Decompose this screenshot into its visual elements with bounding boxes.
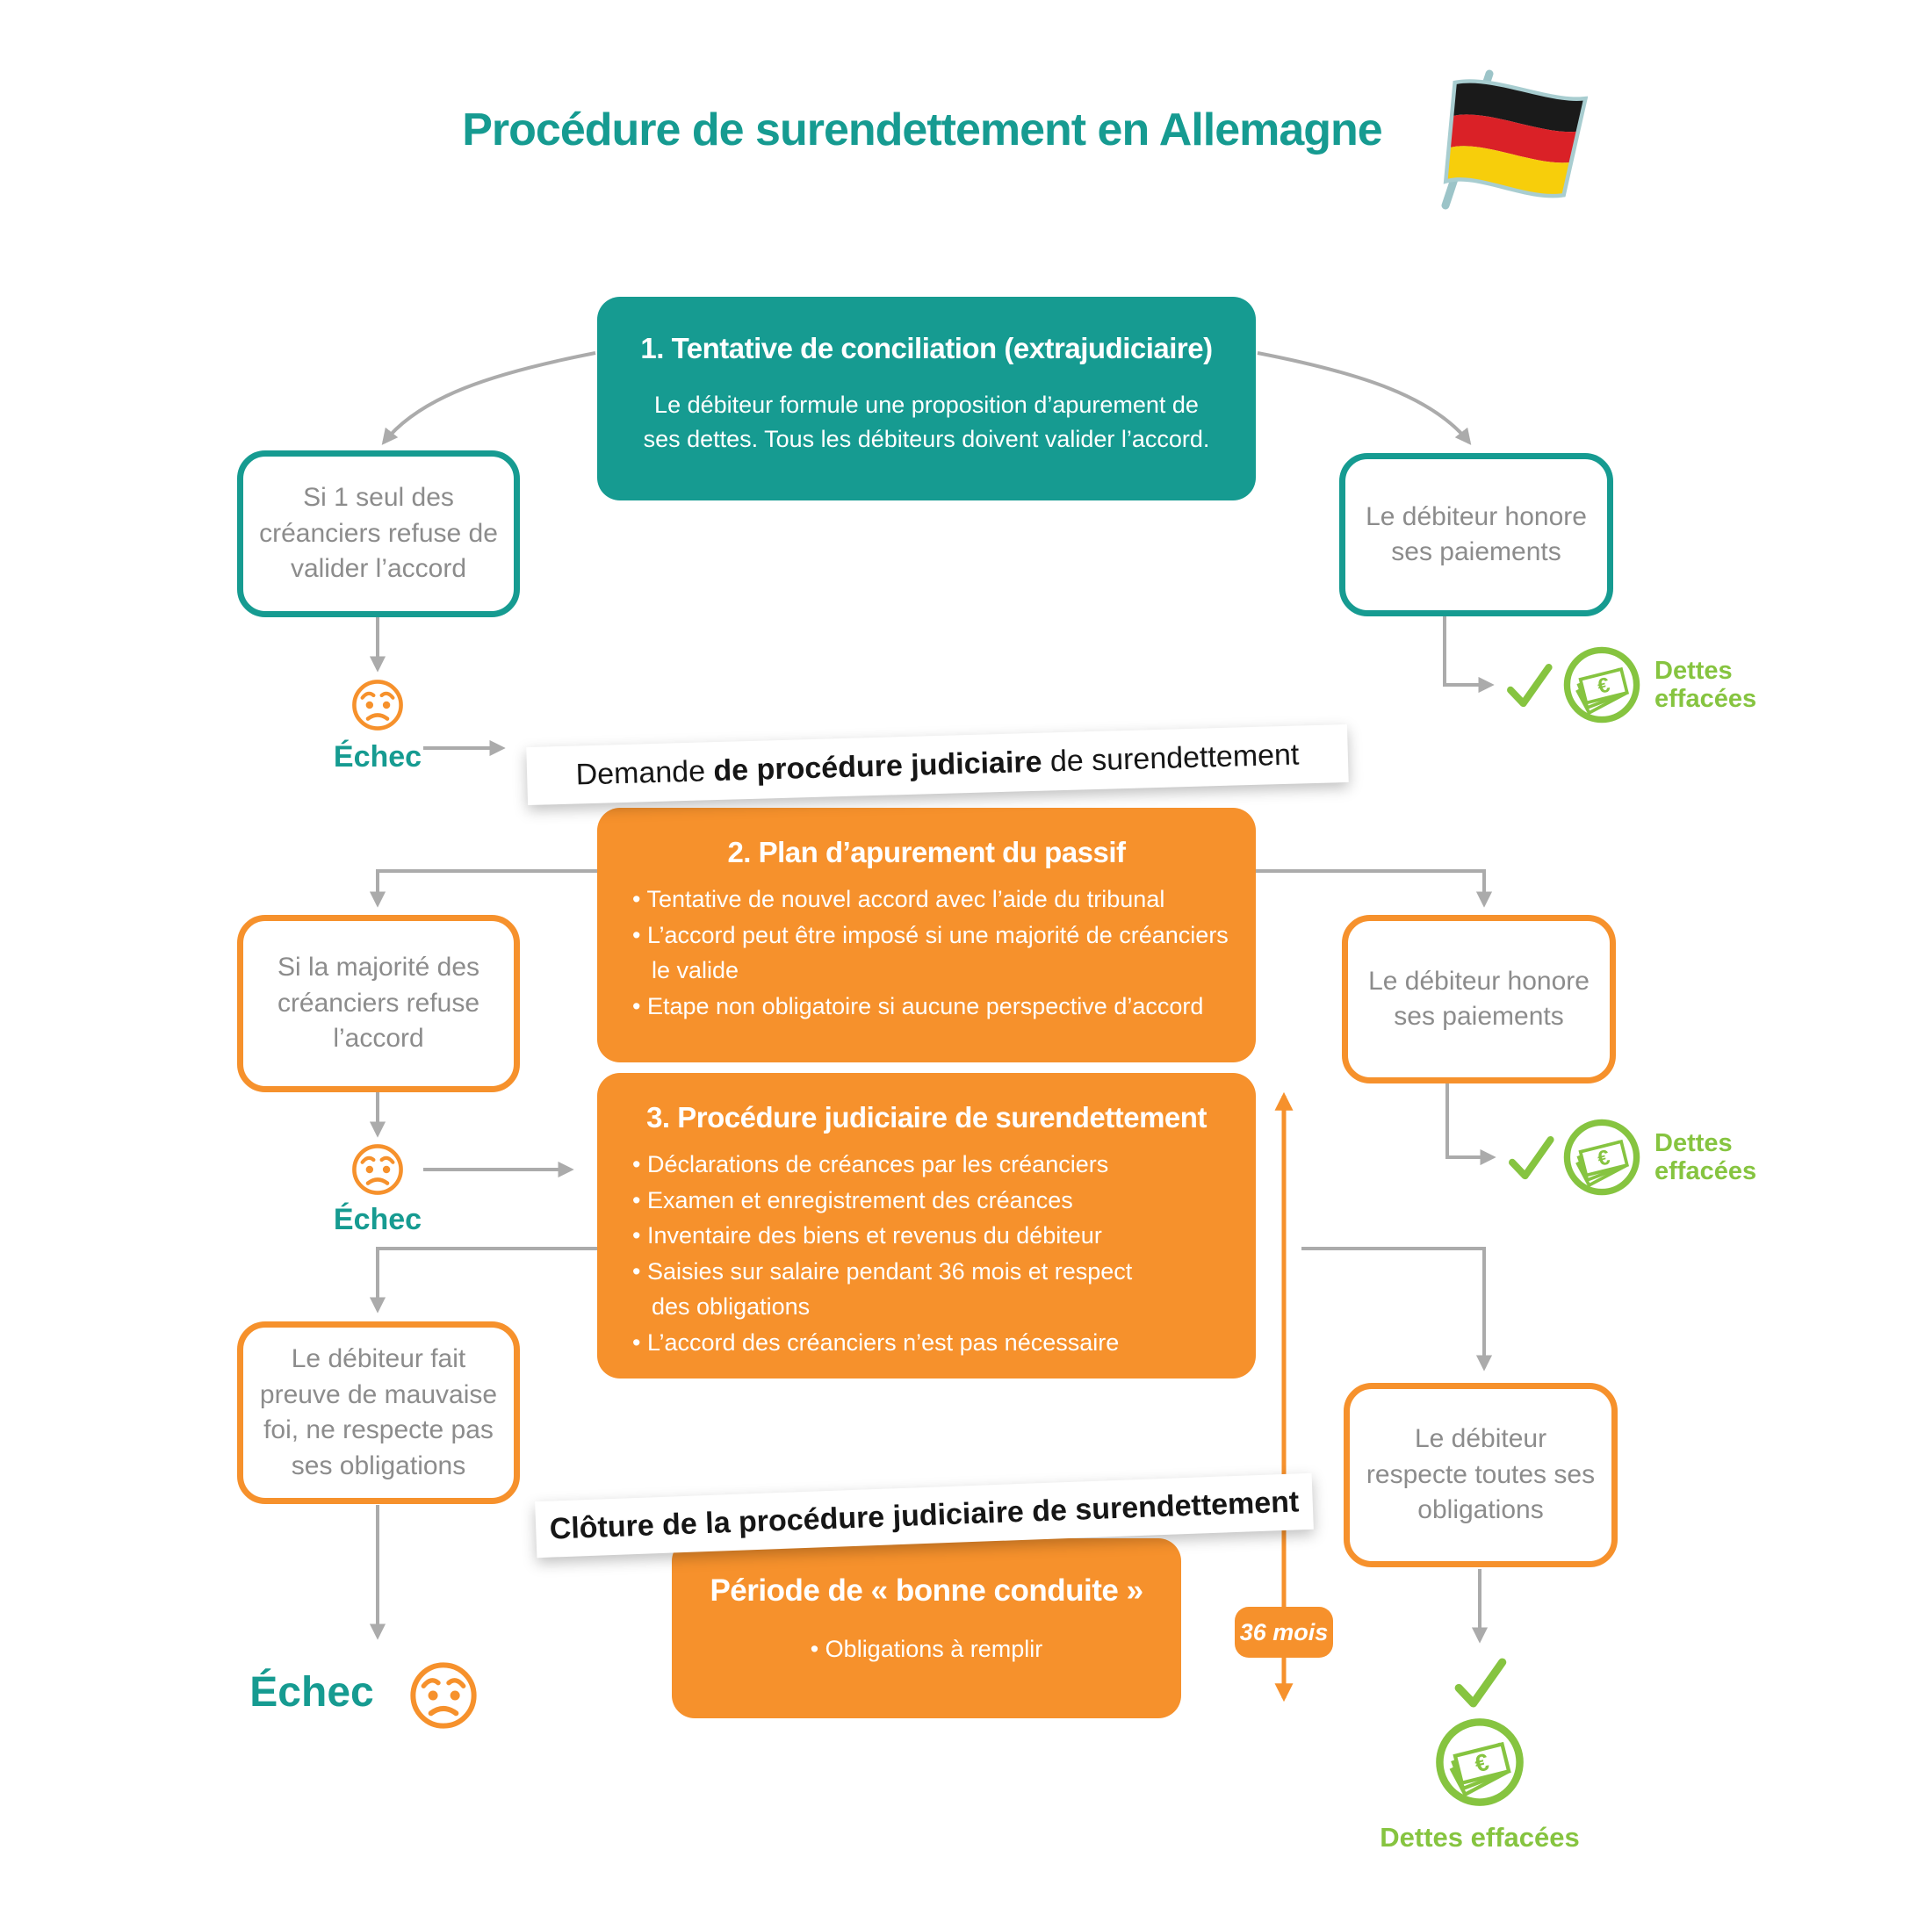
step2-title: 2. Plan d’apurement du passif bbox=[727, 836, 1126, 868]
echec-label-final: Échec bbox=[249, 1669, 374, 1716]
dettes-effacees-label-2: Dettes effacées bbox=[1654, 1129, 1757, 1186]
bullet-item: Tentative de nouvel accord avec l’aide d… bbox=[632, 882, 1238, 918]
condition-box-creancier-refuse: Si 1 seul des créanciers refuse de valid… bbox=[237, 450, 520, 617]
step3-bullet-list: Déclarations de créances par les créanci… bbox=[597, 1147, 1256, 1360]
step4-bullet-list: Obligations à remplir bbox=[672, 1631, 1181, 1667]
condition-box-mauvaise-foi: Le débiteur fait preuve de mauvaise foi,… bbox=[237, 1321, 520, 1504]
bullet-item: L’accord des créanciers n’est pas nécess… bbox=[632, 1325, 1238, 1361]
duration-badge: 36 mois bbox=[1235, 1607, 1333, 1658]
outcome-text: Le débiteur respecte toutes ses obligati… bbox=[1366, 1424, 1596, 1525]
outcome-box-honore-paiements-2: Le débiteur honore ses paiements bbox=[1342, 915, 1616, 1083]
step1-body: Le débiteur formule une proposition d’ap… bbox=[643, 392, 1210, 453]
arrow-step3-to-left3 bbox=[369, 1247, 597, 1314]
bullet-item: Inventaire des biens et revenus du débit… bbox=[632, 1218, 1238, 1254]
bullet-item: Saisies sur salaire pendant 36 mois et r… bbox=[632, 1254, 1143, 1325]
condition-text: Si 1 seul des créanciers refuse de valid… bbox=[259, 483, 498, 584]
step2-box: 2. Plan d’apurement du passif Tentative … bbox=[597, 808, 1256, 1062]
arrow-right2-to-result bbox=[1445, 1083, 1496, 1166]
step1-title: 1. Tentative de conciliation (extrajudic… bbox=[640, 332, 1213, 364]
outcome-text: Le débiteur honore ses paiements bbox=[1366, 501, 1587, 567]
step3-title: 3. Procédure judiciaire de surendettemen… bbox=[646, 1101, 1207, 1134]
bullet-item: L’accord peut être imposé si une majorit… bbox=[632, 918, 1238, 989]
condition-box-majorite-refuse: Si la majorité des créanciers refuse l’a… bbox=[237, 915, 520, 1092]
step4-title: Période de « bonne conduite » bbox=[710, 1573, 1143, 1608]
outcome-text: Le débiteur honore ses paiements bbox=[1368, 966, 1590, 1032]
bullet-item: Etape non obligatoire si aucune perspect… bbox=[632, 989, 1238, 1025]
step1-box: 1. Tentative de conciliation (extrajudic… bbox=[597, 297, 1256, 500]
step3-box: 3. Procédure judiciaire de surendettemen… bbox=[597, 1073, 1256, 1379]
bullet-item: Examen et enregistrement des créances bbox=[632, 1183, 1238, 1219]
step4-box: Période de « bonne conduite » Obligation… bbox=[672, 1538, 1181, 1718]
echec-label-2: Échec bbox=[333, 1203, 422, 1236]
arrow-right1-to-result bbox=[1443, 616, 1495, 694]
arrow-step1-to-left1 bbox=[381, 351, 596, 445]
page-title: Procédure de surendettement en Allemagne bbox=[462, 104, 1382, 155]
banner-text-bold: de procédure judiciaire bbox=[712, 745, 1042, 788]
arrow-step2-to-left2 bbox=[369, 869, 597, 908]
bullet-item: Obligations à remplir bbox=[672, 1631, 1181, 1667]
condition-text: Le débiteur fait preuve de mauvaise foi,… bbox=[259, 1344, 498, 1480]
arrow-step1-to-right1 bbox=[1257, 351, 1472, 445]
echec-label-1: Échec bbox=[333, 740, 422, 774]
dettes-effacees-label-1: Dettes effacées bbox=[1654, 657, 1757, 714]
bullet-item: Déclarations de créances par les créanci… bbox=[632, 1147, 1238, 1183]
outcome-box-honore-paiements-1: Le débiteur honore ses paiements bbox=[1339, 453, 1613, 616]
arrow-step3-to-right3 bbox=[1301, 1247, 1493, 1371]
banner-text-suffix: de surendettement bbox=[1041, 738, 1300, 779]
condition-text: Si la majorité des créanciers refuse l’a… bbox=[277, 953, 480, 1054]
banner-text-prefix: Demande bbox=[575, 753, 715, 791]
step2-bullet-list: Tentative de nouvel accord avec l’aide d… bbox=[597, 882, 1256, 1024]
outcome-box-respecte-obligations: Le débiteur respecte toutes ses obligati… bbox=[1344, 1383, 1618, 1567]
dettes-effacees-label-final: Dettes effacées bbox=[1380, 1822, 1580, 1853]
arrow-step2-to-right2 bbox=[1256, 869, 1493, 908]
